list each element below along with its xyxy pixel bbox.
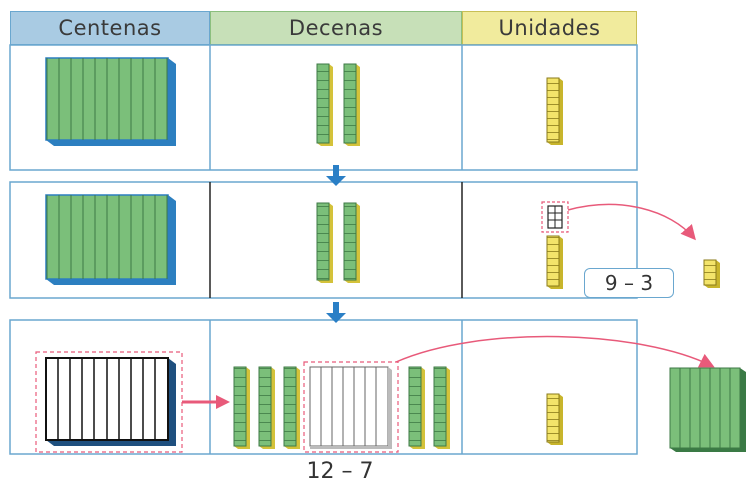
row-2-frame (9, 181, 638, 299)
row-3-frame (9, 319, 638, 455)
ten-rod (283, 366, 300, 449)
remaining-units-stack (546, 235, 563, 289)
removed-units (541, 201, 569, 233)
down-arrow-icon (326, 302, 346, 323)
ten-rod (433, 366, 450, 449)
header-decenas-label: Decenas (288, 16, 384, 40)
table-grid (9, 44, 638, 455)
row-1-frame (9, 44, 638, 171)
header-unidades: Unidades (462, 11, 637, 45)
down-arrow-icon (326, 165, 346, 186)
header-unidades-label: Unidades (498, 16, 601, 40)
ten-rod (408, 366, 425, 449)
tens-subtraction-text: 12 – 7 (306, 458, 374, 484)
units-stack (546, 77, 563, 145)
moved-units (703, 259, 720, 288)
ten-rod (343, 202, 360, 283)
ten-rods-group (408, 366, 450, 449)
regroup-arrow-icon (182, 395, 230, 409)
ten-rods-group (233, 366, 300, 449)
units-stack (546, 393, 563, 445)
ten-rod (343, 63, 360, 146)
header-centenas: Centenas (10, 11, 210, 45)
units-subtraction-text: 9 – 3 (604, 271, 654, 295)
ten-rod (316, 202, 333, 283)
header-centenas-label: Centenas (58, 16, 162, 40)
move-arrow (395, 335, 715, 368)
move-arrow (567, 203, 696, 241)
units-subtraction-box: 9 – 3 (584, 268, 674, 298)
moved-ten-rods (669, 367, 746, 452)
ten-rod (258, 366, 275, 449)
hundred-flat (45, 194, 176, 285)
removed-ten-rods (303, 361, 399, 453)
regrouped-hundred (35, 351, 183, 453)
tens-subtraction: 12 – 7 (280, 456, 400, 486)
ten-rod (316, 63, 333, 146)
hundred-flat (45, 57, 176, 146)
ten-rod (233, 366, 250, 449)
